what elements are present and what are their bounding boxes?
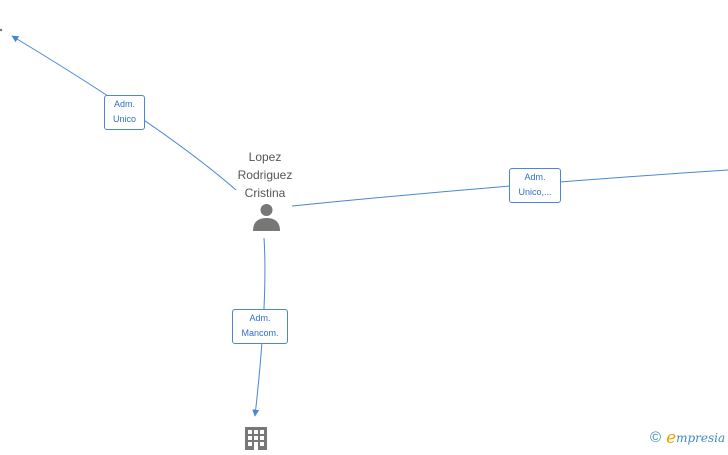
edge-label-line: Adm. [113, 99, 135, 109]
edge-label-line: Adm. [524, 172, 546, 182]
building-icon[interactable] [244, 426, 268, 450]
edge-label-adm-mancom[interactable]: Adm. Mancom. [232, 309, 288, 344]
brand-name: mpresia [676, 431, 726, 445]
person-name-line-1: Lopez [248, 150, 282, 164]
empresia-watermark: © e mpresia [650, 428, 725, 448]
offscreen-node-marker [0, 28, 3, 32]
person-node-name[interactable]: Lopez Rodriguez Cristina [224, 148, 306, 202]
person-name-line-3: Cristina [244, 186, 286, 200]
brand-initial: e [666, 428, 677, 448]
person-name-line-2: Rodriguez [237, 168, 293, 182]
edge-label-adm-unico[interactable]: Adm. Unico [104, 95, 145, 130]
copyright-icon: © [650, 429, 662, 446]
edge-label-line: Mancom. [241, 328, 279, 338]
edge-label-line: Unico,... [518, 187, 552, 197]
edge-label-adm-unico-more[interactable]: Adm. Unico,... [509, 168, 561, 203]
person-icon[interactable] [252, 202, 281, 231]
edge-label-line: Adm. [249, 313, 271, 323]
edge-label-line: Unico [112, 114, 136, 124]
